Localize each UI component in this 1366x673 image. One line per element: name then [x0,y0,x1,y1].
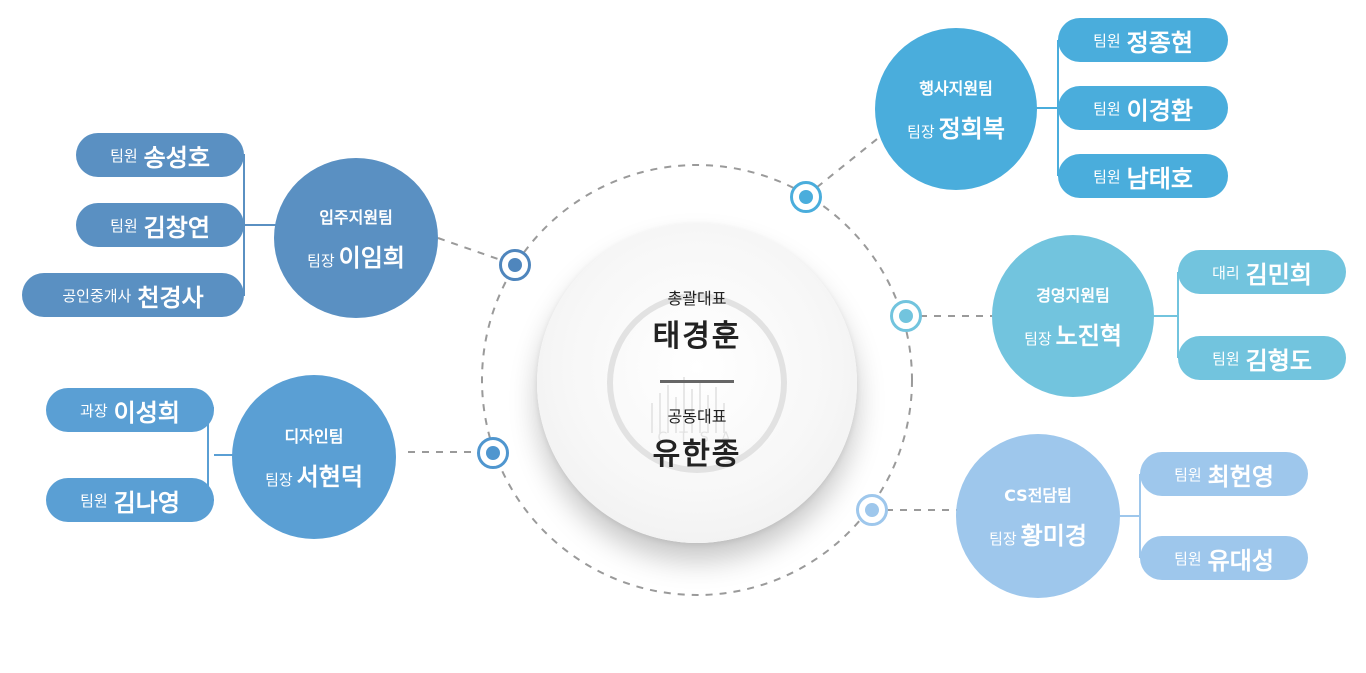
ceo-circle: CTSA 총괄대표 태경훈 공동대표 유한종 [537,223,857,543]
team-title: 입주지원팀 [319,207,393,227]
team-title: 경영지원팀 [1036,285,1110,305]
team-title: 디자인팀 [284,426,344,446]
team-title: 행사지원팀 [919,78,993,98]
node-event [790,181,822,213]
ceo-bottom-name: 유한종 [652,437,742,472]
node-move-in [499,249,531,281]
team-title: CS전담팀 [1004,485,1072,505]
node-management [890,300,922,332]
node-cs [856,494,888,526]
link-event [805,134,883,197]
ceo-top-role: 총괄대표 [667,289,727,308]
logo-bars-icon [647,373,747,433]
node-design [477,437,509,469]
orbit-ring [481,164,913,596]
logo-ring [607,293,787,473]
logo-text: CTSA [657,430,743,446]
bracket-move-in [238,154,278,296]
ceo-top-name: 태경훈 [652,319,742,354]
ceo-bottom-role: 공동대표 [667,407,727,426]
ceo-divider [660,380,734,383]
